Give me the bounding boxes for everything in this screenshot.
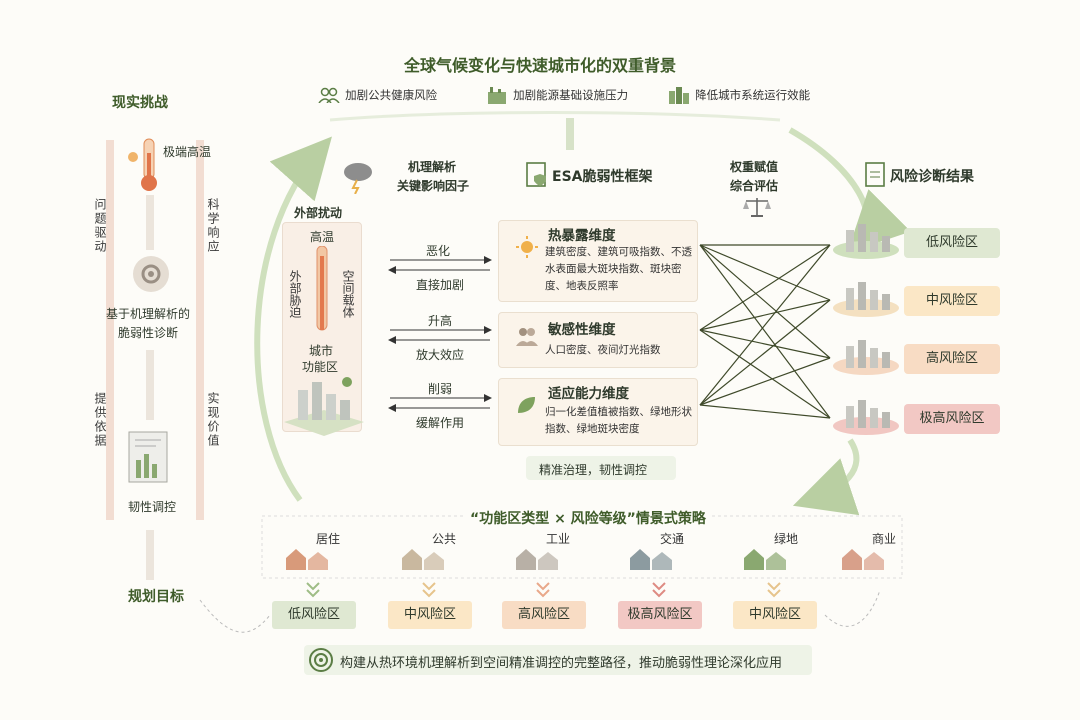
strategy-risk-pill: 低风险区 [272, 601, 356, 629]
functional-zone-label: 功能区 [302, 360, 339, 374]
dimension-adaptive-text: 归一化差值植被指数、绿地形状指数、绿地斑块密度 [545, 406, 692, 435]
strategy-risk-pill: 中风险区 [388, 601, 472, 629]
top-item-efficiency-label: 降低城市系统运行效能 [695, 88, 811, 102]
zone-label: 工业 [546, 532, 571, 546]
risk-city-icon [832, 278, 900, 322]
dimension-sensitivity [498, 312, 698, 368]
mechanism-line2: 关键影响因子 [397, 179, 470, 193]
zone-icon [400, 546, 446, 576]
risk-city-icon [832, 220, 900, 264]
zone-icon [628, 546, 674, 576]
city-model-icon [284, 376, 364, 444]
zone-icon [840, 546, 886, 576]
mechanism-line1: 机理解析 [408, 160, 457, 174]
left-vertical-basis: 提供依据 [93, 392, 107, 448]
result-level: 中风险区 [904, 286, 1000, 316]
dimension-exposure-text: 建筑密度、建筑可吸指数、不透水表面最大斑块指数、斑块密度、地表反照率 [545, 246, 692, 292]
leaf-icon [515, 394, 537, 420]
diagnosis-line1: 基于机理解析的 [106, 307, 191, 321]
brain-gear-icon [128, 252, 174, 300]
sun-icon [516, 236, 538, 262]
buildings-icon [668, 86, 690, 104]
top-item-health-label: 加剧公共健康风险 [345, 88, 438, 102]
target-icon [308, 647, 334, 677]
dimension-sensitivity-text: 人口密度、夜间灯光指数 [545, 344, 661, 356]
people-group-icon [515, 326, 539, 350]
left-vertical-response: 科学响应 [206, 198, 220, 254]
external-disturbance: 外部扰动 [294, 206, 343, 220]
clipboard-shield-icon [525, 160, 551, 192]
zone-icon [514, 546, 560, 576]
bottom-text: 构建从热环境机理解析到空间精准调控的完整路径，推动脆弱性理论深化应用 [340, 656, 783, 671]
goal-title: 规划目标 [128, 589, 184, 605]
top-item-energy-label: 加剧能源基础设施压力 [513, 88, 629, 102]
governance-label: 精准治理，韧性调控 [539, 463, 648, 477]
dimension-adaptive [498, 378, 698, 446]
result-level: 极高风险区 [904, 404, 1000, 434]
regulation-label: 韧性调控 [128, 500, 177, 514]
zone-label: 绿地 [774, 532, 799, 546]
outer-stress-label: 外部胁迫 [288, 270, 302, 318]
left-vertical-problem: 问题驱动 [93, 198, 107, 254]
strategy-risk-pill: 高风险区 [502, 601, 586, 629]
strategy-title: “功能区类型 × 风险等级”情景式策略 [464, 508, 712, 528]
result-level: 高风险区 [904, 344, 1000, 374]
zone-label: 交通 [660, 532, 685, 546]
result-level: 低风险区 [904, 228, 1000, 258]
risk-city-icon [832, 336, 900, 380]
bottom-banner [304, 645, 812, 675]
zone-label: 居住 [316, 532, 341, 546]
top-title: 全球气候变化与快速城市化的双重背景 [404, 56, 677, 75]
strategy-risk-pill: 中风险区 [733, 601, 817, 629]
zone-label: 商业 [872, 532, 897, 546]
weight-line2: 综合评估 [730, 179, 779, 193]
dimension-adaptive-title: 适应能力维度 [548, 386, 629, 402]
left-vertical-value: 实现价值 [206, 392, 220, 448]
top-item-health: 加剧公共健康风险 [318, 84, 437, 103]
weight-line1: 权重赋值 [730, 160, 779, 174]
clipboard-result-icon [864, 160, 888, 192]
city-label: 城市 [309, 344, 334, 358]
risk-city-icon [832, 396, 900, 440]
factory-icon [486, 86, 508, 104]
top-item-efficiency: 降低城市系统运行效能 [668, 84, 810, 104]
framework-title: ESA脆弱性框架 [552, 169, 653, 185]
diagnosis-line2: 脆弱性诊断 [118, 326, 179, 340]
dimension-exposure [498, 220, 698, 302]
arrow-label-weaken: 削弱 [428, 382, 453, 396]
governance-box [526, 456, 676, 480]
arrow-label-mitigate: 缓解作用 [416, 416, 465, 430]
arrow-label-worsen: 恶化 [426, 244, 451, 258]
heat-label: 极端高温 [163, 145, 212, 159]
high-temp-label: 高温 [310, 230, 335, 244]
document-chart-icon [126, 430, 176, 492]
thermometer-icon [124, 135, 164, 199]
zone-icon [284, 546, 330, 576]
zone-label: 公共 [432, 532, 457, 546]
strategy-risk-pill: 极高风险区 [618, 601, 702, 629]
dimension-sensitivity-title: 敏感性维度 [548, 322, 616, 338]
people-icon [318, 87, 340, 103]
arrow-label-intensify: 直接加剧 [416, 278, 465, 292]
arrow-label-amplify: 放大效应 [416, 348, 465, 362]
dimension-exposure-title: 热暴露维度 [548, 228, 616, 244]
left-title: 现实挑战 [112, 95, 168, 111]
zone-icon [742, 546, 788, 576]
balance-scale-icon [742, 196, 772, 222]
heat-column-icon [314, 245, 330, 338]
spatial-carrier-label: 空间载体 [341, 270, 355, 318]
arrow-label-raise: 升高 [428, 314, 453, 328]
result-title: 风险诊断结果 [890, 169, 974, 185]
top-item-energy: 加剧能源基础设施压力 [486, 84, 628, 104]
storm-cloud-icon [340, 160, 376, 198]
